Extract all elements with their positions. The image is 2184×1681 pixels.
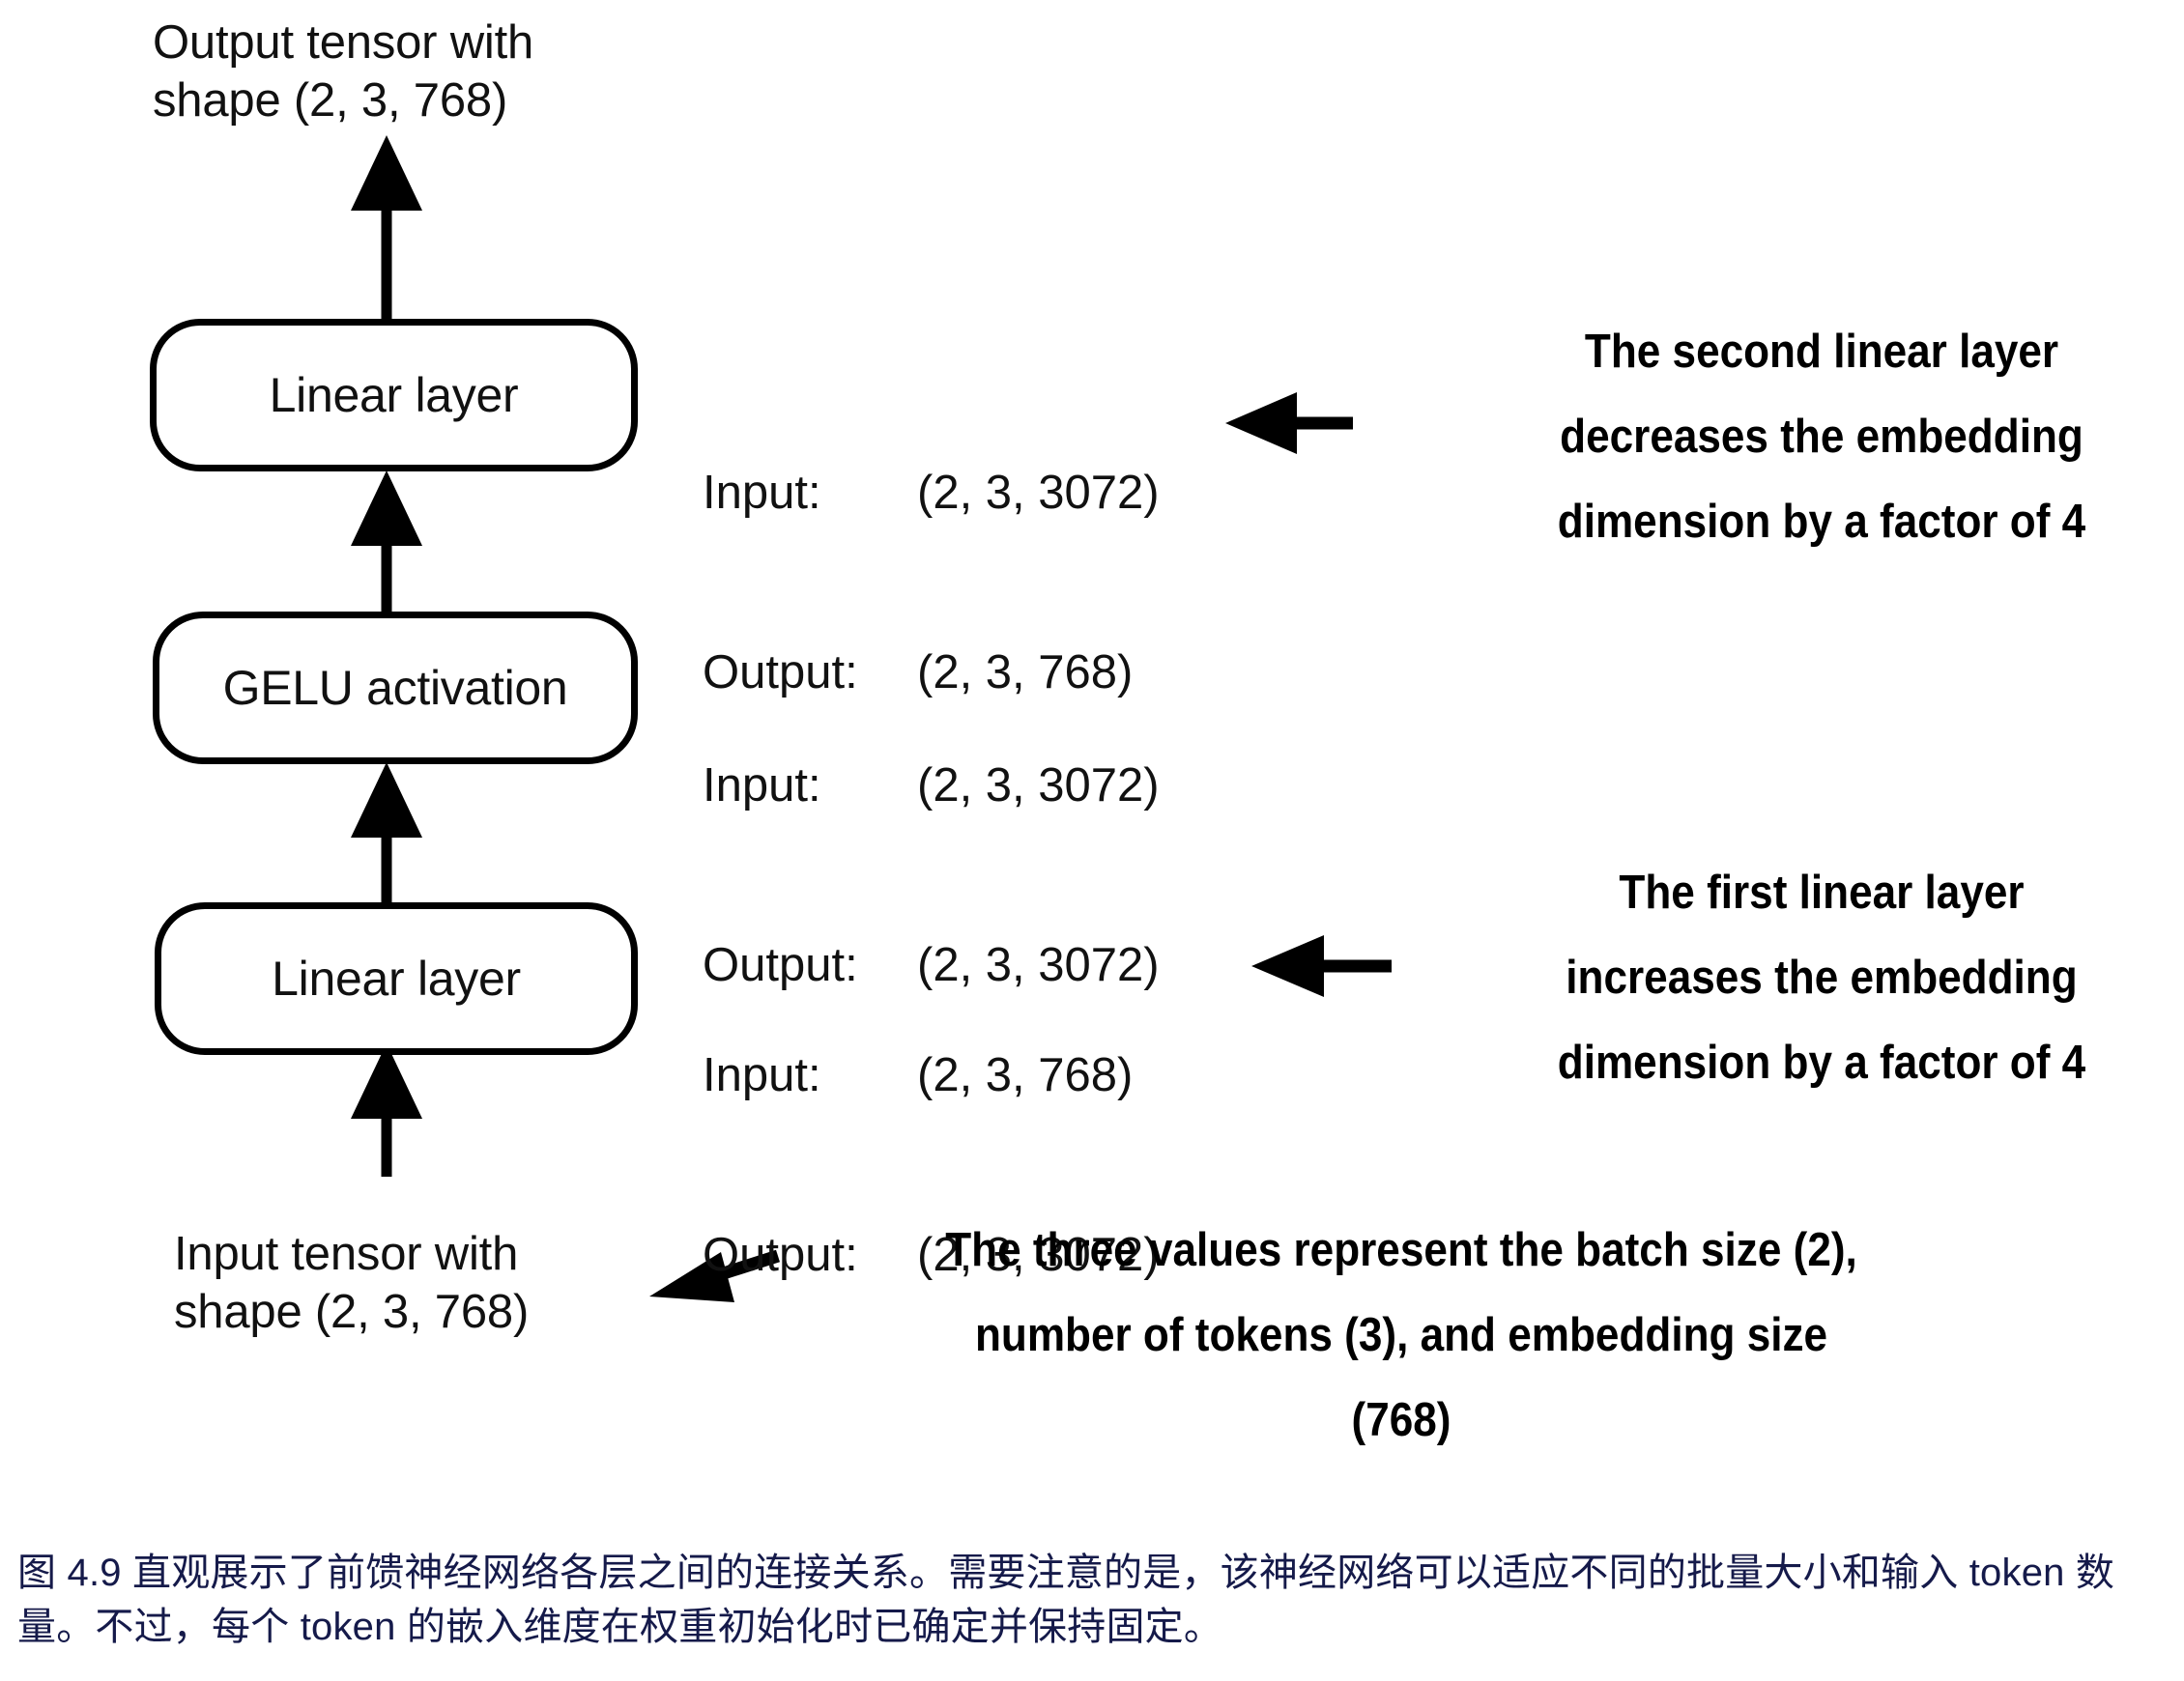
io-input-key: Input: [703,1049,821,1101]
io-spec-linear-layer-2: Input: (2, 3, 3072) Output: (2, 3, 768) [703,343,1160,822]
io-input-key: Input: [703,467,821,519]
node-linear-layer-1[interactable]: Linear layer [155,902,638,1055]
io-spec-output-row: Output: (2, 3, 768) [703,642,1160,702]
output-tensor-label: Output tensor with shape (2, 3, 768) [153,16,534,127]
io-output-value: (2, 3, 768) [917,646,1134,698]
arrow-linear1-to-gelu [351,762,422,903]
arrow-note-second-linear [1225,392,1353,454]
io-output-value: (2, 3, 3072) [917,939,1160,991]
node-linear-layer-1-label: Linear layer [272,952,521,1006]
io-spec-input-row: Input: (2, 3, 768) [703,1045,1160,1105]
io-spec-input-row: Input: (2, 3, 3072) [703,463,1160,523]
figure-caption: 图 4.9 直观展示了前馈神经网络各层之间的连接关系。需要注意的是，该神经网络可… [17,1552,2115,1648]
io-spec-linear-layer-1: Input: (2, 3, 768) Output: (2, 3, 3072) [703,926,1160,1405]
io-input-value: (2, 3, 768) [917,1049,1134,1101]
io-output-value: (2, 3, 3072) [917,1229,1160,1281]
io-output-key: Output: [703,646,858,698]
arrow-input-to-linear1 [351,1043,422,1177]
annotation-shape-values: The three values represent the batch siz… [945,1224,1857,1446]
node-gelu-activation[interactable]: GELU activation [153,612,638,764]
io-input-value: (2, 3, 3072) [917,759,1160,812]
io-input-value: (2, 3, 3072) [917,467,1160,519]
io-spec-output-row: Output: (2, 3, 3072) [703,1225,1160,1285]
node-linear-layer-2-label: Linear layer [269,368,519,422]
io-input-key: Input: [703,759,821,812]
io-output-key: Output: [703,939,858,991]
io-spec-output-row: Output: (2, 3, 3072) [703,935,1160,995]
node-linear-layer-2[interactable]: Linear layer [150,319,638,471]
annotation-first-linear-layer: The first linear layer increases the emb… [1557,867,2086,1089]
annotation-second-linear-layer: The second linear layer decreases the em… [1557,326,2086,548]
io-output-key: Output: [703,1229,858,1281]
node-gelu-activation-label: GELU activation [222,661,568,715]
arrow-note-first-linear [1251,935,1392,997]
arrow-to-output [351,135,422,319]
arrow-gelu-to-linear2 [351,470,422,613]
input-tensor-label: Input tensor with shape (2, 3, 768) [174,1228,530,1338]
io-spec-input-row: Input: (2, 3, 3072) [703,755,1160,815]
io-spec-gelu-activation: Input: (2, 3, 3072) Output: (2, 3, 3072) [703,636,1160,1115]
